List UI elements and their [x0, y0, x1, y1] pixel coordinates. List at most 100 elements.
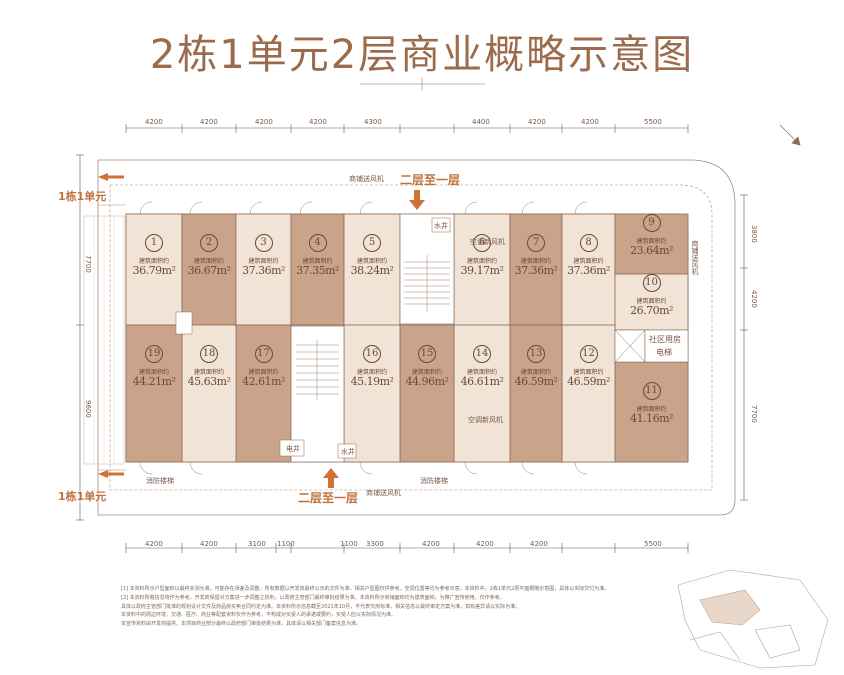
unit-number: 15 — [418, 345, 436, 363]
unit-number: 7 — [527, 234, 545, 252]
area-caption: 建筑面积约 — [302, 258, 333, 265]
unit-number: 9 — [642, 214, 661, 232]
unit-number: 1 — [145, 234, 163, 252]
bottom-dimension-line — [125, 543, 689, 553]
unit-area: 26.70m² — [630, 304, 673, 317]
dim-right: 4200 — [750, 290, 758, 308]
dim-top: 4200 — [145, 118, 163, 126]
unit-area: 37.36m² — [242, 264, 285, 277]
unit-area: 36.79m² — [132, 264, 176, 277]
dim-left: 9600 — [84, 400, 92, 418]
area-caption: 建筑面积约 — [138, 369, 169, 376]
unit-1-shape — [125, 213, 183, 326]
unit-number: 2 — [200, 234, 218, 252]
unit-3-shape — [235, 213, 292, 326]
unit-9-shape — [614, 213, 689, 275]
fan-label: 商铺送风机 — [366, 489, 401, 497]
dim-top: 4200 — [309, 118, 327, 126]
unit-number: 19 — [145, 345, 163, 363]
area-caption: 建筑面积约 — [466, 258, 497, 265]
area-caption: 建筑面积约 — [520, 258, 551, 265]
area-caption: 建筑面积约 — [636, 298, 667, 305]
unit-area: 45.19m² — [350, 375, 394, 388]
arrow-left-icon — [98, 470, 124, 478]
unit-area: 44.96m² — [405, 375, 449, 388]
dim-bottom: 1100 — [340, 540, 358, 548]
dim-bottom: 4200 — [530, 540, 548, 548]
unit-number: 16 — [363, 345, 381, 363]
unit-label: 1栋1单元 — [58, 490, 107, 503]
unit-area: 41.16m² — [630, 412, 673, 425]
area-caption: 建筑面积约 — [636, 406, 667, 413]
unit-area: 42.61m² — [242, 375, 285, 388]
dim-bottom: 1100 — [277, 540, 295, 548]
unit-area: 38.24m² — [350, 264, 394, 277]
area-caption: 建筑面积约 — [573, 258, 604, 265]
area-caption: 建筑面积约 — [356, 369, 387, 376]
dim-bottom: 4200 — [476, 540, 494, 548]
dim-top: 4300 — [364, 118, 382, 126]
dim-top: 4200 — [200, 118, 218, 126]
unit-11-shape — [614, 361, 689, 463]
area-caption: 建筑面积约 — [138, 258, 169, 265]
north-arrow-icon — [779, 124, 801, 146]
unit-number: 18 — [200, 345, 218, 363]
unit-label: 1栋1单元 — [58, 190, 107, 203]
unit-number: 6 — [473, 234, 491, 252]
area-caption: 建筑面积约 — [248, 369, 279, 376]
unit-number: 5 — [363, 234, 381, 252]
note-line: [2] 本资料所载信息将作为参考，开发商保留对方案进一步调整之权利，以政府主管部… — [121, 594, 505, 601]
unit-5-shape — [343, 213, 401, 326]
air-shaft-label: 空调新风机 — [468, 416, 503, 424]
unit-4-shape — [290, 213, 345, 326]
dim-bottom: 3100 — [248, 540, 266, 548]
note-line: 本宣传资料由开发商提供，本项目商业部分最终以政府部门审批结果为准，具体请以相关部… — [121, 621, 362, 628]
fan-label: 商铺送风机 — [349, 175, 384, 183]
floor-down-label: 二层至一层 — [400, 173, 461, 187]
unit-number: 11 — [642, 382, 661, 400]
area-caption: 建筑面积约 — [356, 258, 387, 265]
dim-left: 7700 — [84, 255, 92, 273]
elevator-label: 电梯 — [656, 348, 672, 357]
dim-bottom: 5500 — [644, 540, 662, 548]
unit-number: 17 — [254, 345, 273, 363]
unit-number: 10 — [642, 274, 661, 292]
arrow-up-icon — [323, 468, 339, 488]
dim-bottom: 4200 — [200, 540, 218, 548]
dim-top: 5500 — [644, 118, 662, 126]
note-line: 具体以政府主管部门批准的规划设计文件及商品房买卖合同约定为准。本资料所示信息截至… — [121, 603, 521, 610]
unit-area: 37.36m² — [567, 264, 610, 277]
area-caption: 建筑面积约 — [573, 369, 604, 376]
electric-well-label: 电井 — [286, 445, 300, 453]
dim-top: 4200 — [528, 118, 546, 126]
unit-area: 45.63m² — [187, 375, 231, 388]
dim-bottom: 3300 — [366, 540, 384, 548]
unit-area: 46.59m² — [514, 375, 558, 388]
unit-area: 36.67m² — [187, 264, 231, 277]
area-caption: 建筑面积约 — [248, 258, 279, 265]
area-caption: 建筑面积约 — [636, 238, 667, 245]
dim-top: 4200 — [581, 118, 599, 126]
dim-bottom: 4200 — [145, 540, 163, 548]
unit-number: 14 — [473, 345, 491, 363]
